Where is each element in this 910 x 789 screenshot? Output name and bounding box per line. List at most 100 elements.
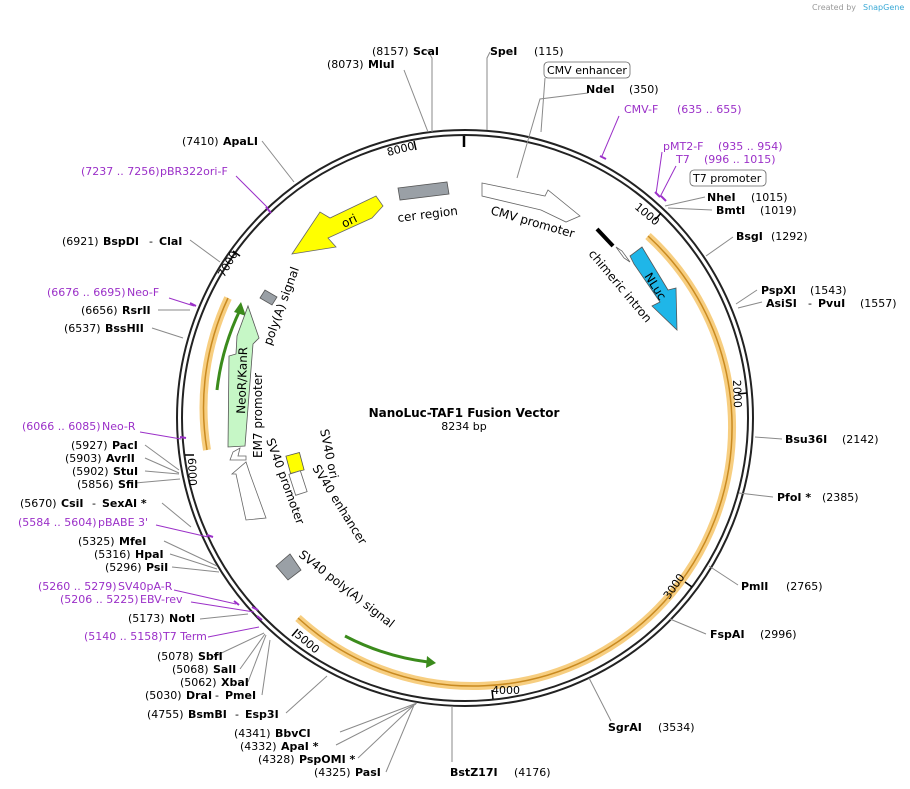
primer-leader-line [155,524,209,538]
cmv-enhancer-label: CMV enhancer [547,64,627,77]
primer-range: (5206 .. 5225) [60,593,139,606]
primer-name: Neo-F [127,286,159,299]
site-name: PsiI [146,561,168,574]
leader-line [705,236,734,257]
site-name: PmlI [741,580,768,593]
site-name: NotI [169,612,195,625]
site-pos: (2996) [760,628,797,641]
primer-name: SV40pA-R [118,580,173,593]
site-name: NdeI [586,83,615,96]
site-pos: (1019) [760,204,797,217]
primer-leader-line [168,297,195,307]
leader-line [339,702,418,733]
em7-promoter-feature [229,447,247,461]
site-name: BbvCI [275,727,311,740]
primer-range: (6676 .. 6695) [47,286,126,299]
site-pos: (5670) [20,497,57,510]
leader-line [754,436,783,440]
primer-mark [179,436,187,439]
site-name-2: ClaI [159,235,182,248]
site-name: PasI [355,766,381,779]
leader-line [708,565,739,586]
site-pos: (5296) [105,561,142,574]
site-name: HpaI [135,548,164,561]
primer-range: (935 .. 954) [718,140,783,153]
leader-line [285,675,328,714]
leader-line [667,207,713,211]
cer-region-label: cer region [397,204,459,225]
resistance-arc-left [215,309,242,391]
site-name-2: PmeI [225,689,256,702]
site-pos: (1292) [771,230,808,243]
leader-line [540,77,546,133]
leader-line [426,49,433,132]
leader-line [169,553,218,570]
leader-line [163,540,218,567]
primer-leader-line [190,601,255,613]
cmv-enhancer-box [543,61,631,79]
site-pos: (4325) [314,766,351,779]
backbone-outer [176,129,754,707]
leader-line [144,457,180,474]
leader-line [261,639,271,696]
leader-line [403,69,429,133]
site-name: SgrAI [608,721,642,734]
resistance-arc-left-head [234,302,246,316]
nluc-feature [629,246,678,331]
site-pos: (7410) [182,135,219,148]
site-name: ApaI * [281,740,319,753]
cer-region-feature [397,181,450,201]
leader-line [247,634,267,683]
backbone-inner [181,134,749,702]
primer-mark [599,155,607,160]
primer-range: (6066 .. 6085) [22,420,101,433]
site-pos: (350) [629,83,659,96]
site-name: PfoI * [777,491,811,504]
leader-line [486,51,491,130]
site-pos: (115) [534,45,564,58]
tick-mark [737,392,748,395]
leader-line [357,703,416,759]
primer-mark [206,534,214,538]
leader-line [737,301,763,309]
leader-line [171,566,220,573]
primer-mark [265,206,272,214]
tick-label-6000: 6000 [185,458,199,486]
site-name: AsiSI [766,297,797,310]
leader-line [669,618,707,635]
site-name: XbaI [221,676,249,689]
site-name: BstZ17I [450,766,498,779]
site-name: PspXI [761,284,796,297]
primer-leader-line [139,431,182,440]
primer-leader-line [659,165,677,198]
primer-name: EBV-rev [140,593,183,606]
site-name: PacI [112,439,138,452]
site-pos: (6656) [81,304,118,317]
leader-line [516,92,589,179]
site-name: BssHII [105,322,144,335]
primer-mark [654,191,661,198]
site-name: PspOMI * [299,753,356,766]
t7-promoter-box [689,169,767,187]
site-name: Bsu36I [785,433,827,446]
site-name: StuI [113,465,138,478]
map-length: 8234 bp [441,420,486,433]
tick-mark [491,689,494,700]
leader-line [261,140,295,183]
primer-leader-line [601,115,620,157]
cmv-promoter-feature [481,182,581,223]
leader-line [664,196,706,207]
site-name: SfiI [118,478,138,491]
primer-leader-line [173,589,237,605]
primer-name: T7 Term [162,630,207,643]
site-name: MluI [368,58,395,71]
site-name: DraI [186,689,212,702]
site-name: FspAI [710,628,745,641]
tick-mark [291,628,299,637]
map-title: NanoLuc-TAF1 Fusion Vector [369,406,560,420]
tick-mark [232,250,241,257]
primer-mark [233,600,240,606]
ori-label: ori [339,211,359,230]
credit-prefix: Created by [812,3,856,12]
